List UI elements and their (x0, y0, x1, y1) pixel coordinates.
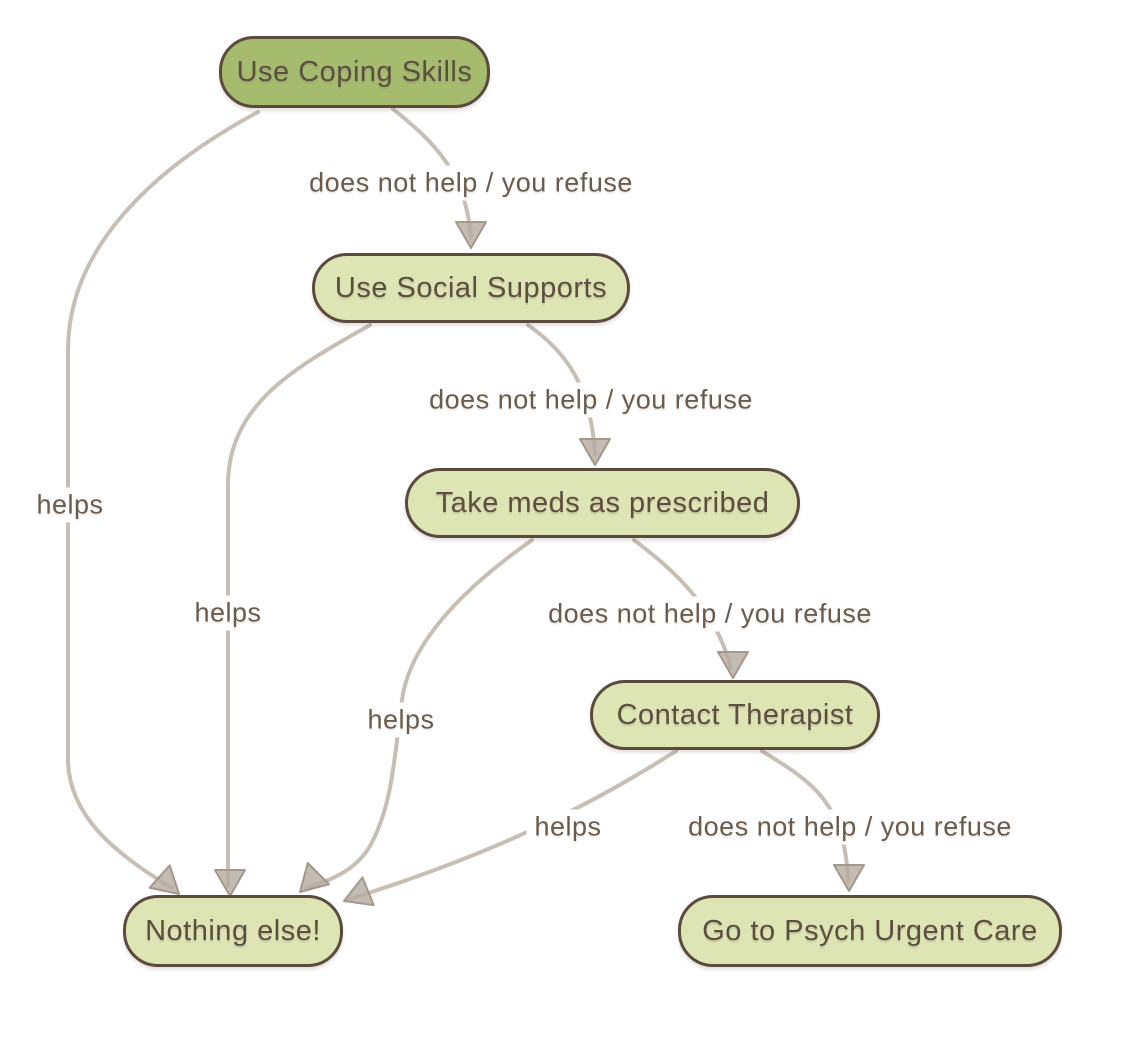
edge-label-social-meds: does not help / you refuse (421, 382, 761, 418)
edge-label-coping-nothing: helps (28, 487, 112, 523)
node-go-to-psych-urgent-care: Go to Psych Urgent Care (678, 895, 1062, 967)
edge-label-therapist-nothing: helps (526, 809, 610, 845)
edge-label-coping-social: does not help / you refuse (301, 165, 641, 201)
node-use-coping-skills: Use Coping Skills (219, 36, 490, 108)
node-take-meds-as-prescribed: Take meds as prescribed (405, 468, 800, 538)
edge-meds-to-therapist (632, 538, 733, 670)
edge-therapist-to-nothing (348, 749, 678, 901)
edge-coping-to-social (391, 107, 473, 240)
node-contact-therapist: Contact Therapist (590, 680, 880, 750)
edge-label-social-nothing: helps (186, 595, 270, 631)
node-use-social-supports: Use Social Supports (312, 253, 630, 323)
edge-social-to-nothing (226, 323, 372, 888)
arrowhead-into-urgent (833, 864, 865, 892)
edge-therapist-to-urgent (760, 749, 850, 883)
arrowhead-therapist-into-nothing (343, 876, 375, 907)
edge-coping-to-nothing (66, 110, 260, 890)
arrowhead-into-therapist (717, 651, 749, 679)
edge-meds-to-nothing (304, 538, 534, 890)
arrowhead-into-meds (579, 438, 611, 466)
edge-social-to-meds (526, 323, 597, 457)
arrowhead-coping-into-nothing (148, 864, 180, 895)
edge-label-meds-therapist: does not help / you refuse (540, 596, 880, 632)
arrowhead-into-social (455, 221, 487, 249)
edge-label-meds-nothing: helps (359, 702, 443, 738)
node-nothing-else: Nothing else! (123, 895, 343, 967)
arrowhead-social-into-nothing (214, 869, 246, 897)
edge-label-therapist-urgent: does not help / you refuse (680, 809, 1020, 845)
arrowhead-meds-into-nothing (299, 862, 330, 893)
